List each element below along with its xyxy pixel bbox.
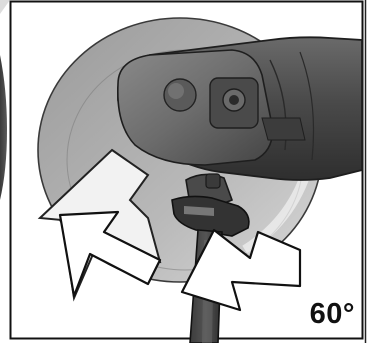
left-panel-crop xyxy=(0,0,10,343)
main-panel xyxy=(9,0,364,343)
angle-label: 60° xyxy=(309,298,355,330)
right-panel-crop xyxy=(364,0,367,343)
left-panel-shape xyxy=(0,55,7,200)
rotation-arrow-left-icon xyxy=(58,210,162,298)
rotation-arrow-right-icon xyxy=(180,228,302,312)
